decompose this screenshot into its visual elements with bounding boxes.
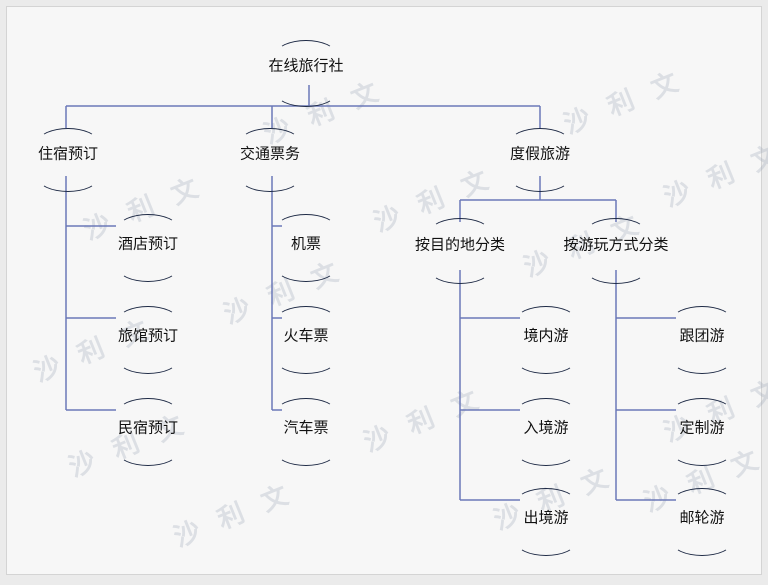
node-arc-top	[38, 128, 98, 156]
node-arc-bottom	[516, 438, 576, 466]
node-arc-top	[516, 488, 576, 516]
node-arc-bottom	[586, 256, 646, 284]
node-arc-bottom	[516, 346, 576, 374]
node-cruise: 邮轮游	[679, 508, 725, 527]
node-arc-top	[118, 214, 178, 242]
node-arc-top	[240, 128, 300, 156]
node-bus: 汽车票	[283, 418, 329, 437]
node-arc-bottom	[118, 438, 178, 466]
node-hotel: 酒店预订	[117, 234, 179, 253]
node-arc-bottom	[510, 164, 570, 192]
node-arc-top	[276, 214, 336, 242]
node-arc-bottom	[276, 438, 336, 466]
node-arc-bottom	[240, 164, 300, 192]
node-by-destination: 按目的地分类	[414, 235, 506, 254]
node-lodging: 住宿预订	[37, 144, 99, 163]
node-root: 在线旅行社	[268, 56, 344, 75]
node-arc-top	[118, 306, 178, 334]
node-inn: 旅馆预订	[117, 326, 179, 345]
node-arc-bottom	[430, 256, 490, 284]
node-arc-bottom	[516, 528, 576, 556]
node-arc-top	[672, 306, 732, 334]
node-arc-bottom	[118, 254, 178, 282]
node-train: 火车票	[283, 326, 329, 345]
node-custom: 定制游	[679, 418, 725, 437]
node-arc-bottom	[276, 346, 336, 374]
node-arc-top	[276, 40, 336, 68]
node-arc-top	[672, 488, 732, 516]
node-arc-bottom	[276, 79, 336, 107]
node-arc-top	[510, 128, 570, 156]
node-flight: 机票	[290, 234, 322, 253]
node-vacation: 度假旅游	[509, 144, 571, 163]
node-arc-top	[586, 218, 646, 246]
node-arc-top	[430, 218, 490, 246]
node-homestay: 民宿预订	[117, 418, 179, 437]
node-outbound: 出境游	[523, 508, 569, 527]
node-arc-top	[516, 398, 576, 426]
diagram-frame	[6, 6, 762, 575]
node-group: 跟团游	[679, 326, 725, 345]
node-arc-bottom	[38, 164, 98, 192]
node-arc-top	[118, 398, 178, 426]
node-arc-top	[276, 398, 336, 426]
node-arc-bottom	[672, 438, 732, 466]
node-arc-bottom	[276, 254, 336, 282]
node-inbound: 入境游	[523, 418, 569, 437]
node-domestic: 境内游	[523, 326, 569, 345]
node-by-style: 按游玩方式分类	[563, 235, 669, 254]
node-arc-bottom	[118, 346, 178, 374]
node-arc-top	[516, 306, 576, 334]
node-arc-bottom	[672, 528, 732, 556]
node-transport: 交通票务	[239, 144, 301, 163]
node-arc-top	[672, 398, 732, 426]
node-arc-top	[276, 306, 336, 334]
node-arc-bottom	[672, 346, 732, 374]
